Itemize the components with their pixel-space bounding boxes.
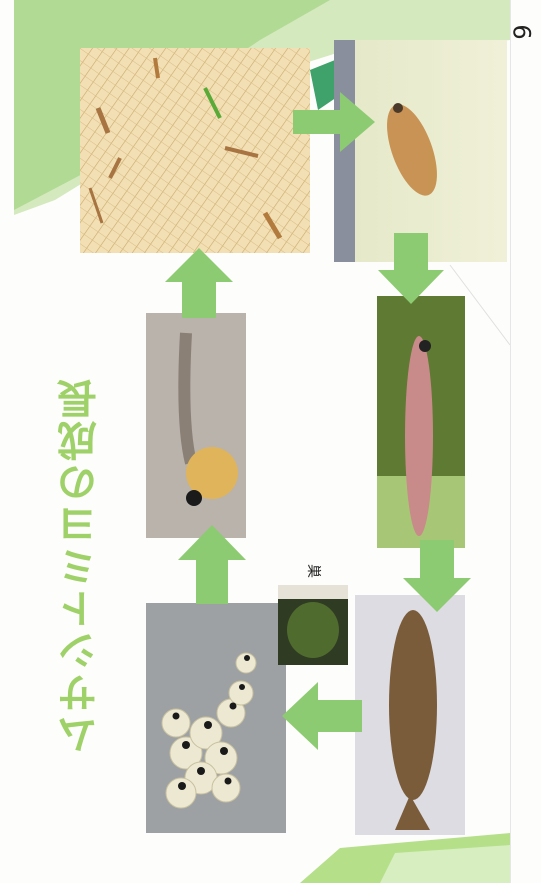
page-edge <box>510 0 511 883</box>
fry-photo <box>80 48 310 253</box>
nest-illustration <box>278 585 348 665</box>
young-fish-photo <box>377 296 465 548</box>
young-fish-illustration <box>377 296 465 548</box>
nest-label: 巣 <box>304 562 322 580</box>
fry-illustration <box>80 48 310 253</box>
page-title: ムサシトミヨの成長 <box>53 495 109 755</box>
adult-fish-photo <box>355 595 465 835</box>
hatchling-illustration <box>146 313 246 538</box>
juvenile-illustration <box>334 40 507 262</box>
adult-fish-illustration <box>355 595 465 835</box>
egg-photo <box>146 603 286 833</box>
nest-photo <box>278 585 348 665</box>
page-number: 6 <box>508 24 536 39</box>
juvenile-photo <box>334 40 507 262</box>
hatchling-photo <box>146 313 246 538</box>
egg-illustration <box>146 603 286 833</box>
